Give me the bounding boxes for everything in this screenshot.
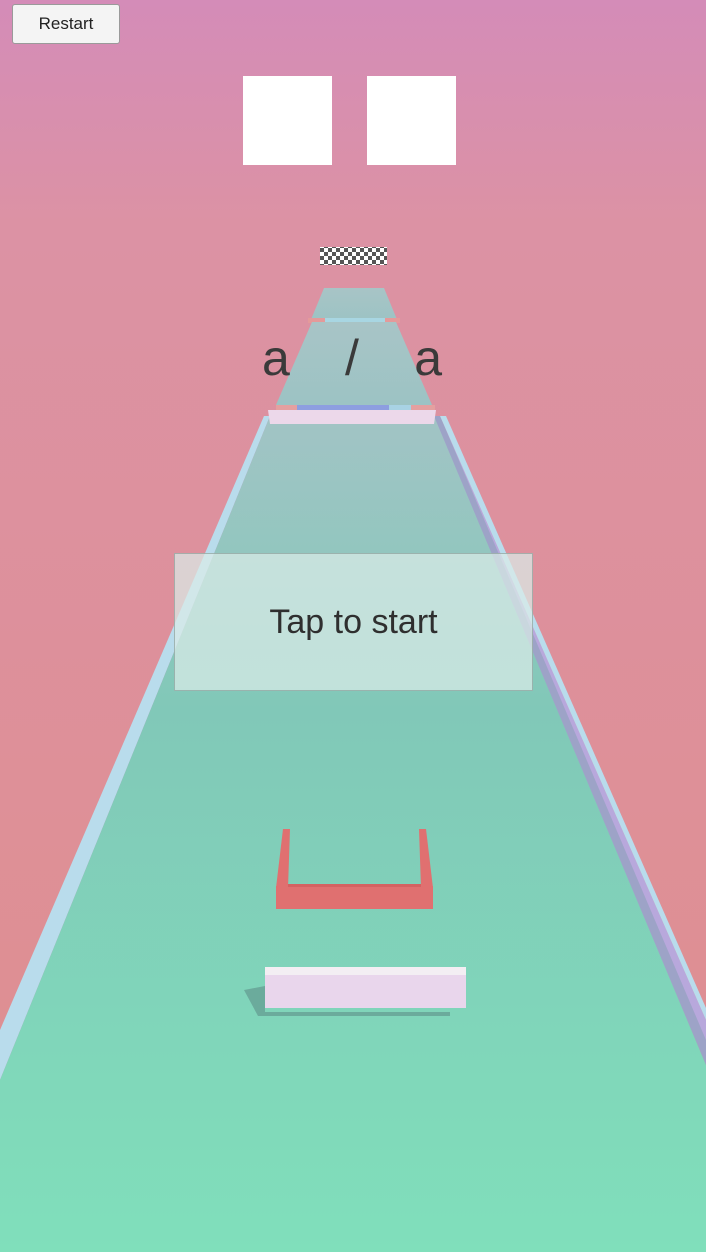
letter-slot-left xyxy=(243,76,332,165)
player-block xyxy=(244,967,466,1016)
progress-right-value: a xyxy=(414,330,442,386)
track-mid-segment xyxy=(276,322,432,405)
track-surface xyxy=(0,416,706,1252)
progress-left-value: a xyxy=(262,330,290,386)
letter-slot-right xyxy=(367,76,456,165)
finish-flag-icon xyxy=(320,247,387,265)
track-far-segment xyxy=(310,288,398,322)
obstacle-u-block xyxy=(276,829,433,909)
tap-to-start-button[interactable]: Tap to start xyxy=(174,553,533,691)
progress-counter: a / a xyxy=(262,328,442,388)
tap-to-start-label: Tap to start xyxy=(269,602,438,641)
entry-strip xyxy=(268,410,436,424)
progress-separator: / xyxy=(345,330,359,386)
restart-button[interactable]: Restart xyxy=(12,4,120,44)
